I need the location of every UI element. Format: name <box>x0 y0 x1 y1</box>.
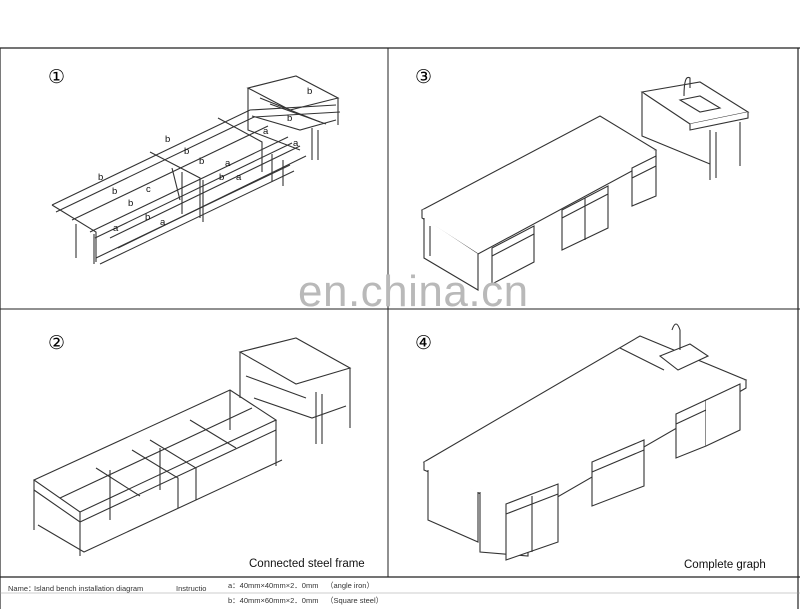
panel-number-2: ② <box>48 332 65 354</box>
member-label: a <box>236 172 242 183</box>
footer-spec-b: b：40mm×60mm×2．0mm <box>228 596 318 605</box>
member-label: b <box>98 172 103 183</box>
footer-spec-a-note: （angle iron） <box>326 581 374 590</box>
member-label: a <box>225 158 231 169</box>
member-label: b <box>128 198 133 209</box>
member-label: a <box>113 223 119 234</box>
panel-number-3: ③ <box>415 66 432 88</box>
member-label: b <box>165 134 170 145</box>
member-label: b <box>307 86 312 97</box>
bench-drawing-3 <box>420 76 750 291</box>
member-label: a <box>160 217 166 228</box>
member-label: b <box>112 186 117 197</box>
footer-instruction-label: Instructio <box>176 584 206 593</box>
frame-drawing-2 <box>32 337 352 556</box>
bench-drawing-4 <box>422 323 748 561</box>
member-label: b <box>184 146 189 157</box>
panel-1: ① <box>48 66 341 265</box>
footer-title-block: Name： Island bench installation diagram … <box>0 581 800 605</box>
member-label: a <box>293 138 299 149</box>
footer-name-label: Name： <box>8 584 36 593</box>
panel-3: ③ <box>415 66 750 291</box>
panel-number-4: ④ <box>415 332 432 354</box>
member-label: b <box>145 212 150 223</box>
footer-name-value: Island bench installation diagram <box>34 584 143 593</box>
member-label: b <box>287 113 292 124</box>
panel-caption-2: Connected steel frame <box>249 558 365 570</box>
panel-2: ② Connected steel frame <box>32 332 365 570</box>
member-label: b <box>199 156 204 167</box>
frame-member-labels: b b b b b b b b b b a a a a a a c <box>98 86 312 234</box>
panel-number-1: ① <box>48 66 65 88</box>
panel-caption-4: Complete graph <box>684 559 766 571</box>
panel-4: ④ Complete graph <box>415 323 766 571</box>
footer-spec-a: a：40mm×40mm×2．0mm <box>228 581 318 590</box>
member-label: c <box>146 184 151 195</box>
footer-spec-b-note: （Square steel） <box>326 596 383 605</box>
frame-drawing-1 <box>51 75 341 265</box>
member-label: a <box>263 126 269 137</box>
member-label: b <box>219 172 224 183</box>
watermark: en.china.cn <box>298 267 529 316</box>
sheet-grid <box>0 47 800 609</box>
